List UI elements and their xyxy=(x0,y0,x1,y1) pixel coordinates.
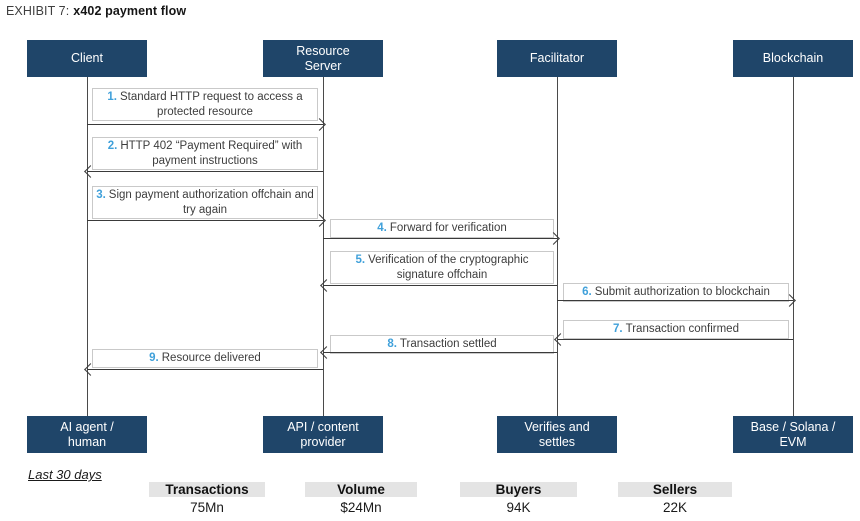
message-2-arrow xyxy=(87,171,323,172)
message-3-text: Sign payment authorization offchain and … xyxy=(108,189,314,216)
exhibit-number: EXHIBIT 7: xyxy=(6,4,70,18)
exhibit-title: EXHIBIT 7:x402 payment flow xyxy=(6,4,186,18)
stat-buyers-label: Buyers xyxy=(460,482,577,497)
message-2-text: HTTP 402 “Payment Required” with payment… xyxy=(120,140,303,167)
message-7-label: 7.Transaction confirmed xyxy=(563,320,789,339)
message-2-label: 2.HTTP 402 “Payment Required” with payme… xyxy=(92,137,318,170)
actor-blockchain: Blockchain xyxy=(733,40,853,77)
actor-client: Client xyxy=(27,40,147,77)
message-6-label: 6.Submit authorization to blockchain xyxy=(563,283,789,302)
actor-facilitator: Facilitator xyxy=(497,40,617,77)
message-6-number: 6. xyxy=(582,286,592,298)
lifeline-resource-server xyxy=(323,77,324,416)
actor-role-base-solana-evm: Base / Solana / EVM xyxy=(733,416,853,453)
message-4-text: Forward for verification xyxy=(389,222,507,234)
message-3-number: 3. xyxy=(96,189,106,201)
stat-transactions-label: Transactions xyxy=(149,482,265,497)
message-9-arrow xyxy=(87,369,323,370)
stat-sellers-value: 22K xyxy=(662,500,688,515)
message-5-label: 5.Verification of the cryptographic sign… xyxy=(330,251,554,284)
message-5-text: Verification of the cryptographic signat… xyxy=(368,254,529,281)
message-7-arrow xyxy=(557,339,793,340)
stat-volume-label: Volume xyxy=(305,482,417,497)
stat-volume-value: $24Mn xyxy=(340,500,382,515)
message-8-label: 8.Transaction settled xyxy=(330,335,554,354)
message-1-text: Standard HTTP request to access a protec… xyxy=(119,91,303,118)
message-8-number: 8. xyxy=(387,338,397,350)
message-2-number: 2. xyxy=(107,140,118,152)
message-9-number: 9. xyxy=(149,352,159,364)
message-1-arrow xyxy=(87,124,323,125)
message-5-arrow xyxy=(323,285,557,286)
stat-buyers-value: 94K xyxy=(506,500,531,515)
actor-role-verifies-settles: Verifies and settles xyxy=(497,416,617,453)
message-8-arrow xyxy=(323,352,557,353)
message-6-text: Submit authorization to blockchain xyxy=(594,286,770,298)
message-3-label: 3.Sign payment authorization offchain an… xyxy=(92,186,318,219)
lifeline-facilitator xyxy=(557,77,558,416)
stats-period-label: Last 30 days xyxy=(28,467,102,482)
lifeline-client xyxy=(87,77,88,416)
message-6-arrow xyxy=(557,300,793,301)
message-1-number: 1. xyxy=(107,91,117,103)
lifeline-blockchain xyxy=(793,77,794,416)
message-9-text: Resource delivered xyxy=(161,352,261,364)
message-1-label: 1.Standard HTTP request to access a prot… xyxy=(92,88,318,121)
stat-sellers-label: Sellers xyxy=(618,482,732,497)
exhibit-name: x402 payment flow xyxy=(73,4,187,18)
message-7-number: 7. xyxy=(613,323,623,335)
message-4-arrow xyxy=(323,238,557,239)
actor-role-ai-agent-human: AI agent / human xyxy=(27,416,147,453)
stat-transactions-value: 75Mn xyxy=(190,500,224,515)
message-4-number: 4. xyxy=(377,222,387,234)
actor-resource-server: Resource Server xyxy=(263,40,383,77)
message-5-number: 5. xyxy=(355,254,366,266)
message-7-text: Transaction confirmed xyxy=(625,323,739,335)
actor-role-api-content-provider: API / content provider xyxy=(263,416,383,453)
message-4-label: 4.Forward for verification xyxy=(330,219,554,238)
message-8-text: Transaction settled xyxy=(399,338,497,350)
message-3-arrow xyxy=(87,220,323,221)
message-9-label: 9.Resource delivered xyxy=(92,349,318,368)
